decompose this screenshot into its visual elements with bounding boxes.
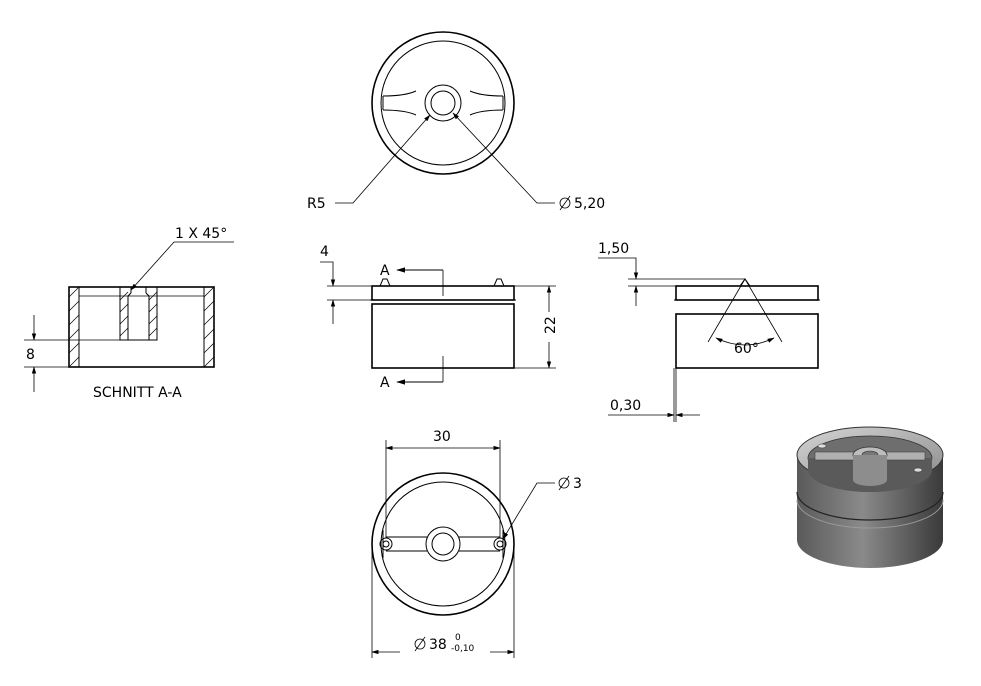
diameter-symbol (559, 195, 571, 211)
hub-hatch (119, 291, 158, 337)
isometric-3d-model-icon (796, 426, 944, 568)
left-small-hole (379, 537, 393, 551)
section-view: 1 X 45° 8 SCHNITT A-A (24, 226, 234, 401)
left-wall (68, 286, 80, 368)
section-marker-bottom: A (380, 375, 390, 391)
chamfer-label: 1 X 45° (175, 226, 227, 242)
top-view: R5 5,20 (307, 31, 605, 212)
depth-label: 8 (26, 347, 35, 363)
right-small-hole (493, 537, 507, 551)
section-title: SCHNITT A-A (93, 385, 182, 401)
offset-label: 0,30 (610, 398, 641, 414)
outer-diameter-label: 38 (429, 637, 447, 653)
small-diameter-symbol (558, 475, 570, 491)
section-marker-top: A (380, 263, 390, 279)
small-hole-diameter-label: 3 (573, 476, 582, 492)
front-view: A A 22 4 (320, 244, 559, 391)
tolerance-upper: 0 (455, 633, 461, 643)
height-label: 22 (543, 316, 559, 334)
top-offset-label: 4 (320, 244, 329, 260)
radius-label: R5 (307, 196, 326, 212)
outer-diameter-symbol (414, 636, 426, 652)
right-wall-hatch (203, 286, 215, 368)
bottom-view: 30 3 38 0 -0,10 (371, 429, 582, 658)
angle-label: 60° (734, 341, 759, 357)
left-wall-hatch (68, 286, 80, 368)
hole-diameter-label: 5,20 (574, 196, 605, 212)
spacing-label: 30 (433, 429, 451, 445)
tolerance-lower: -0,10 (451, 644, 475, 654)
side-view: 60° 1,50 0,30 (598, 241, 820, 422)
right-wall (203, 286, 215, 368)
tip-height-label: 1,50 (598, 241, 629, 257)
